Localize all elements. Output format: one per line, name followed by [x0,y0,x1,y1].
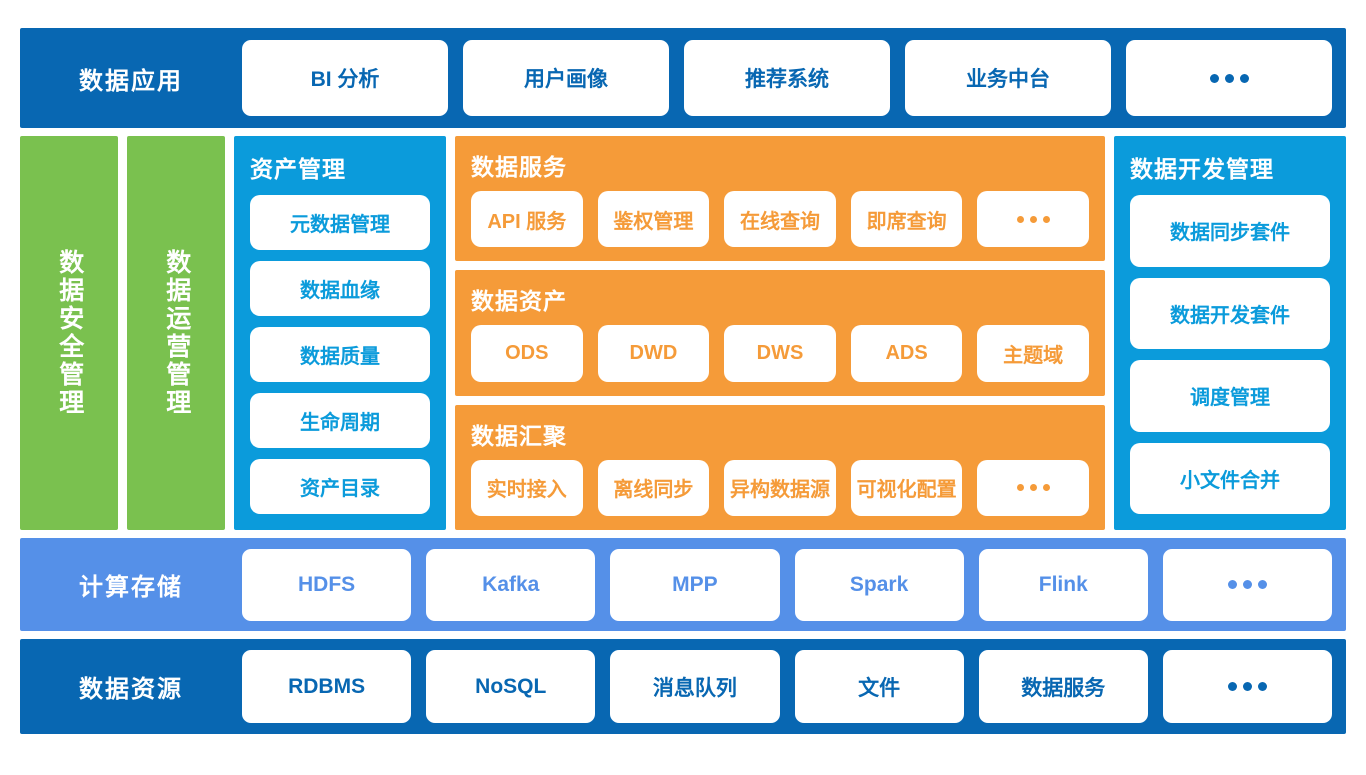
panel-title-data-development-management: 数据开发管理 [1130,156,1274,182]
chip-user-profile[interactable]: 用户画像 [463,40,669,116]
chip-heterogeneous-source[interactable]: 异构数据源 [724,459,836,516]
chip-rdbms[interactable]: RDBMS [242,650,412,723]
column-data-operation-management[interactable]: 数据运营管理 [127,136,225,530]
chip-dws[interactable]: DWS [724,325,836,382]
chip-api-service[interactable]: API 服务 [471,191,583,248]
row-label-data-application: 数据应用 [79,67,183,95]
row-label-data-resource: 数据资源 [79,676,183,703]
ellipsis-icon [1227,682,1267,691]
chip-ods[interactable]: ODS [471,325,583,382]
chip-message-queue[interactable]: 消息队列 [610,650,780,723]
chip-ads[interactable]: ADS [850,325,963,382]
chip-flink[interactable]: Flink [978,548,1148,621]
data-aggregation-items: 实时接入 离线同步 异构数据源 可视化配置 [471,459,1089,516]
chip-more-data-resource[interactable] [1162,650,1333,723]
chip-lifecycle[interactable]: 生命周期 [250,393,430,448]
chip-data-quality[interactable]: 数据质量 [250,327,430,382]
chip-dwd[interactable]: DWD [597,325,710,382]
chip-realtime-ingest[interactable]: 实时接入 [471,459,583,516]
center-orange-stack: 数据服务 API 服务 鉴权管理 在线查询 即席查询 数据资产 ODS DWD … [455,136,1105,530]
chip-auth-management[interactable]: 鉴权管理 [597,191,710,248]
chip-more-compute-storage[interactable] [1162,548,1333,621]
ellipsis-icon [1016,484,1050,492]
row-data-application: 数据应用 BI 分析 用户画像 推荐系统 业务中台 [20,28,1346,128]
row-items-compute-storage: HDFS Kafka MPP Spark Flink [242,548,1346,621]
row-compute-storage: 计算存储 HDFS Kafka MPP Spark Flink [20,538,1346,631]
panel-data-development-management: 数据开发管理 数据同步套件 数据开发套件 调度管理 小文件合并 [1114,136,1346,530]
chip-hdfs[interactable]: HDFS [242,548,412,621]
row-data-resource: 数据资源 RDBMS NoSQL 消息队列 文件 数据服务 [20,639,1346,734]
panel-asset-management: 资产管理 元数据管理 数据血缘 数据质量 生命周期 资产目录 [234,136,446,530]
ellipsis-icon [1209,73,1249,83]
chip-mpp[interactable]: MPP [610,548,780,621]
chip-kafka[interactable]: Kafka [426,548,596,621]
chip-online-query[interactable]: 在线查询 [724,191,836,248]
asset-management-items: 元数据管理 数据血缘 数据质量 生命周期 资产目录 [250,195,430,514]
data-development-items: 数据同步套件 数据开发套件 调度管理 小文件合并 [1130,195,1330,514]
chip-more-data-service[interactable] [977,191,1089,248]
data-service-items: API 服务 鉴权管理 在线查询 即席查询 [471,191,1089,248]
chip-spark[interactable]: Spark [794,548,964,621]
row-items-data-application: BI 分析 用户画像 推荐系统 业务中台 [242,40,1346,116]
panel-data-asset: 数据资产 ODS DWD DWS ADS 主题域 [455,270,1105,396]
chip-metadata-management[interactable]: 元数据管理 [250,195,430,250]
chip-data-sync-suite[interactable]: 数据同步套件 [1130,195,1330,267]
chip-file[interactable]: 文件 [794,650,964,723]
row-items-data-resource: RDBMS NoSQL 消息队列 文件 数据服务 [242,650,1346,723]
chip-more-data-aggregation[interactable] [977,459,1089,516]
chip-asset-catalog[interactable]: 资产目录 [250,459,430,514]
chip-adhoc-query[interactable]: 即席查询 [850,191,963,248]
chip-nosql[interactable]: NoSQL [426,650,596,723]
ellipsis-icon [1016,215,1050,223]
row-label-compute-storage: 计算存储 [79,574,183,601]
chip-schedule-management[interactable]: 调度管理 [1130,360,1330,432]
chip-visual-config[interactable]: 可视化配置 [850,459,963,516]
panel-data-aggregation: 数据汇聚 实时接入 离线同步 异构数据源 可视化配置 [455,404,1105,530]
column-data-security-management[interactable]: 数据安全管理 [20,136,118,530]
panel-data-service: 数据服务 API 服务 鉴权管理 在线查询 即席查询 [455,136,1105,262]
panel-title-data-aggregation: 数据汇聚 [471,422,567,449]
data-asset-items: ODS DWD DWS ADS 主题域 [471,325,1089,382]
chip-data-dev-suite[interactable]: 数据开发套件 [1130,277,1330,349]
middle-zone: 数据安全管理 数据运营管理 资产管理 元数据管理 数据血缘 数据质量 生命周期 … [20,136,1346,530]
chip-bi-analysis[interactable]: BI 分析 [242,40,448,116]
chip-business-midplatform[interactable]: 业务中台 [905,40,1111,116]
chip-subject-domain[interactable]: 主题域 [977,325,1089,382]
column-label-data-operation-management: 数据运营管理 [162,249,191,417]
chip-small-file-merge[interactable]: 小文件合并 [1130,442,1330,514]
chip-data-lineage[interactable]: 数据血缘 [250,261,430,316]
column-label-data-security-management: 数据安全管理 [55,249,84,417]
chip-offline-sync[interactable]: 离线同步 [597,459,710,516]
chip-data-service-resource[interactable]: 数据服务 [978,650,1148,723]
chip-more-application[interactable] [1126,40,1332,116]
panel-title-data-asset: 数据资产 [471,288,567,315]
chip-recommendation-system[interactable]: 推荐系统 [684,40,890,116]
ellipsis-icon [1227,580,1267,589]
panel-title-asset-management: 资产管理 [250,156,346,182]
panel-title-data-service: 数据服务 [471,154,567,180]
